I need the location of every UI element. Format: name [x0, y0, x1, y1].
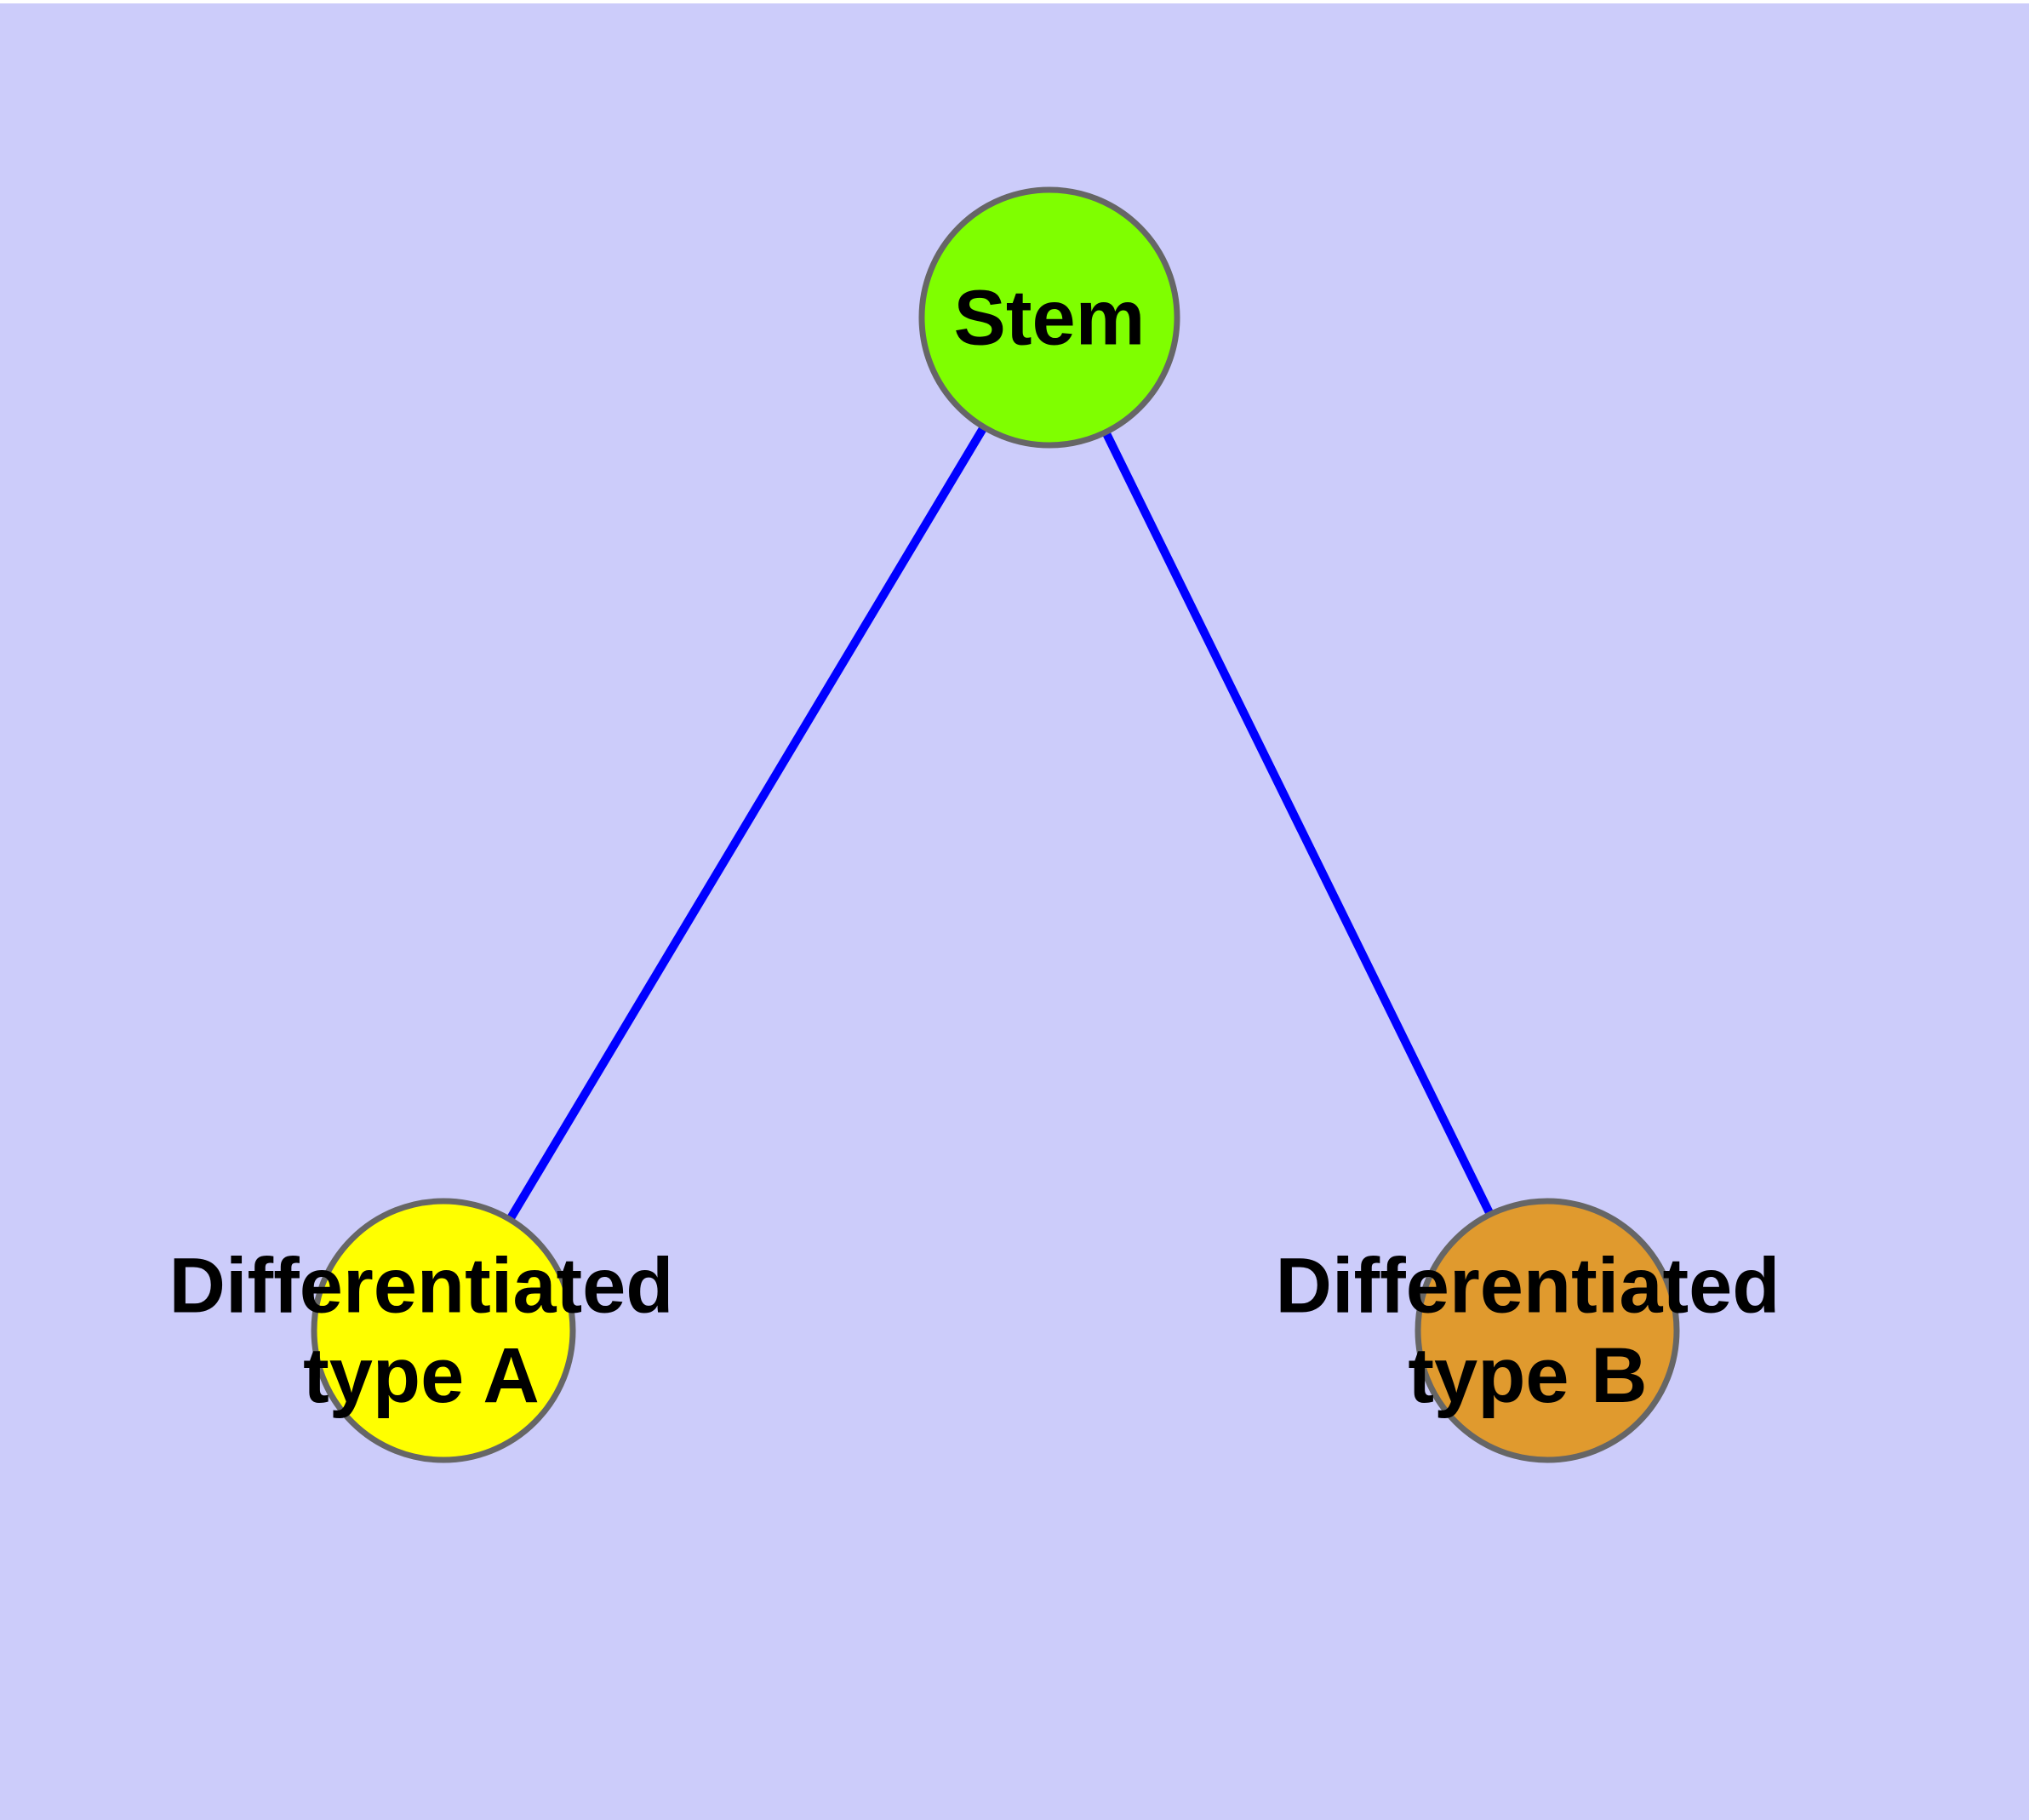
label-line: type B [1408, 1332, 1647, 1419]
label-line: Differentiated [169, 1242, 674, 1329]
graph-node-diff_b[interactable] [1415, 1198, 1680, 1463]
label-line: type A [303, 1332, 540, 1419]
edges-layer [506, 425, 1495, 1222]
graph-edge [1101, 430, 1495, 1216]
graph-edge [506, 425, 988, 1222]
nodes-layer [311, 186, 1680, 1463]
graph-node-diff_a[interactable] [311, 1198, 576, 1463]
label-line: Differentiated [1276, 1242, 1780, 1329]
label-line: Stem [954, 274, 1146, 361]
graph-node-stem[interactable] [918, 186, 1180, 449]
graph-node-label-stem: Stem [954, 274, 1146, 361]
